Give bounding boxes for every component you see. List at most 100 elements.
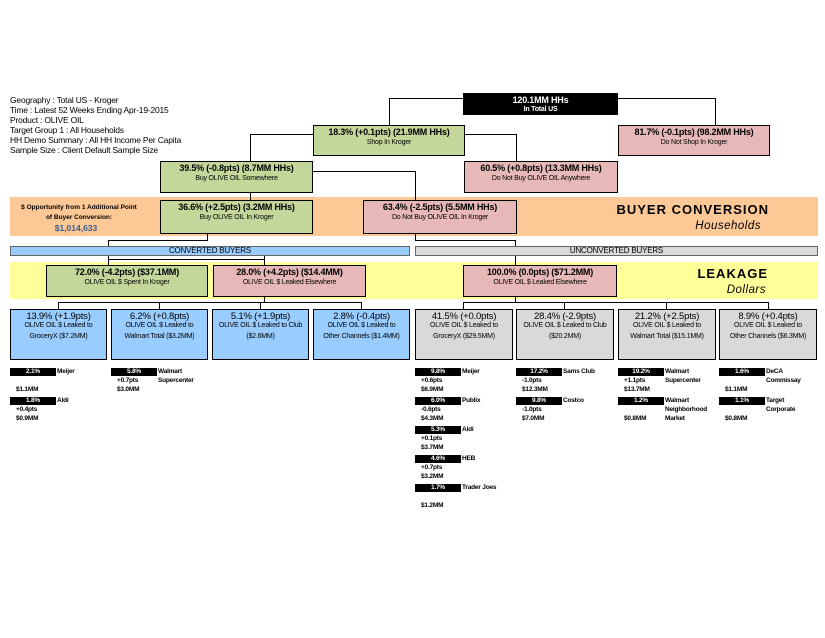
connector: [415, 233, 416, 240]
node-spent-in-kroger[interactable]: 72.0% (-4.2pts) ($37.1MM) OLIVE OIL $ Sp…: [46, 265, 208, 297]
node-subtitle: OLIVE OIL $ Leaked Elsewhere: [242, 279, 337, 286]
connector: [389, 98, 464, 99]
connector: [389, 98, 390, 125]
channel-box[interactable]: 28.4% (-2.9pts) OLIVE OIL $ Leaked to Cl…: [516, 309, 614, 360]
retailer-amount: $13.7MM: [624, 386, 650, 393]
channel-title: 41.5% (+0.0pts): [431, 311, 497, 322]
retailer-amount: $6.9MM: [421, 386, 444, 393]
retailer-name: Target Corporate: [766, 397, 796, 413]
node-title: 72.0% (-4.2pts) ($37.1MM): [74, 267, 180, 277]
node-subtitle: Buy OLIVE OIL In Kroger: [199, 214, 274, 221]
retailer-amount: $1.1MM: [725, 386, 748, 393]
retailer-name: Aldi: [462, 426, 474, 433]
channel-subtitle-2: Other Channels ($6.3MM): [729, 333, 807, 340]
retailer-item: 2.1% Meijer $1.1MM: [10, 367, 105, 394]
connector: [264, 256, 265, 265]
retailer-name: DeCA Commissay: [766, 368, 801, 384]
node-subtitle: OLIVE OIL $ Spent In Kroger: [84, 279, 170, 286]
retailer-change: +0.7pts: [421, 464, 443, 471]
leakage-subtitle: Dollars: [726, 284, 766, 296]
connector: [515, 240, 516, 246]
channel-title: 8.9% (+0.4pts): [738, 311, 798, 322]
retailer-item: 1.7% Trader Joes $1.2MM: [415, 483, 510, 510]
node-title: 36.6% (+2.5pts) (3.2MM HHs): [178, 202, 295, 212]
retailer-change: -1.0pts: [522, 406, 542, 413]
node-not-buy-in-kroger[interactable]: 63.4% (-2.5pts) (5.5MM HHs) Do Not Buy O…: [363, 200, 517, 234]
retailer-amount: $12.3MM: [522, 386, 548, 393]
channel-box[interactable]: 21.2% (+2.5pts) OLIVE OIL $ Leaked to Wa…: [618, 309, 716, 360]
channel-subtitle-1: OLIVE OIL $ Leaked to: [327, 322, 396, 329]
retailer-change: +0.1pts: [421, 435, 443, 442]
opportunity-note: $ Opportunity from 1 Additional Point of…: [14, 203, 144, 223]
node-title: 60.5% (+0.8pts) (13.3MM HHs): [480, 163, 602, 173]
node-not-shop-in-kroger[interactable]: 81.7% (-0.1pts) (98.2MM HHs) Do Not Shop…: [618, 125, 770, 156]
retailer-change: +0.4pts: [16, 406, 38, 413]
channel-box[interactable]: 5.1% (+1.9pts) OLIVE OIL $ Leaked to Clu…: [212, 309, 309, 360]
connector: [58, 302, 362, 303]
connector: [108, 240, 109, 246]
channel-title: 5.1% (+1.9pts): [230, 311, 291, 322]
retailer-name: Costco: [563, 397, 584, 404]
retailer-share: 17.2%: [516, 368, 562, 376]
retailer-name: Meijer: [57, 368, 75, 375]
node-unconverted-leaked-elsewhere[interactable]: 100.0% (0.0pts) ($71.2MM) OLIVE OIL $ Le…: [463, 265, 617, 297]
converted-buyers-header: CONVERTED BUYERS: [10, 246, 410, 256]
connector: [264, 296, 265, 302]
channel-subtitle-1: OLIVE OIL $ Leaked to: [125, 322, 194, 329]
channel-subtitle-2: ($2.6MM): [246, 333, 275, 340]
retailer-item: 1.2% Walmart Neighborhood Market $0.8MM: [618, 396, 713, 423]
channel-title: 21.2% (+2.5pts): [634, 311, 700, 322]
retailer-name: Trader Joes: [462, 484, 497, 491]
filter-geography: Geography : Total US - Kroger: [10, 95, 119, 105]
retailer-name: Walmart Neighborhood Market: [665, 397, 708, 422]
node-not-buy-anywhere[interactable]: 60.5% (+0.8pts) (13.3MM HHs) Do Not Buy …: [464, 161, 618, 193]
connector: [464, 134, 516, 135]
connector: [361, 302, 362, 309]
node-converted-leaked-elsewhere[interactable]: 28.0% (+4.2pts) ($14.4MM) OLIVE OIL $ Le…: [213, 265, 366, 297]
node-title: 81.7% (-0.1pts) (98.2MM HHs): [634, 127, 754, 137]
retailer-item: 6.0% Publix -0.6pts $4.3MM: [415, 396, 510, 423]
buyer-conversion-subtitle: Households: [695, 220, 761, 232]
channel-box[interactable]: 41.5% (+0.0pts) OLIVE OIL $ Leaked to Gr…: [415, 309, 513, 360]
filter-target-group: Target Group 1 : All Households: [10, 125, 124, 135]
filter-demo-summary: HH Demo Summary : All HH Income Per Capi…: [10, 135, 182, 145]
node-buy-somewhere[interactable]: 39.5% (-0.8pts) (8.7MM HHs) Buy OLIVE OI…: [160, 161, 313, 193]
retailer-amount: $3.0MM: [117, 386, 140, 393]
unconverted-buyers-header: UNCONVERTED BUYERS: [415, 246, 818, 256]
opportunity-line-2: of Buyer Conversion:: [45, 214, 113, 221]
node-title: 100.0% (0.0pts) ($71.2MM): [486, 267, 594, 277]
filter-product: Product : OLIVE OIL: [10, 115, 84, 125]
retailer-item: 1.1% Target Corporate $0.8MM: [719, 396, 814, 423]
node-subtitle: Do Not Buy OLIVE OIL Anywhere: [491, 175, 591, 182]
report-filters: Geography : Total US - Kroger Time : Lat…: [10, 95, 181, 155]
node-title: 18.3% (+0.1pts) (21.9MM HHs): [328, 127, 450, 137]
retailer-name: Meijer: [462, 368, 480, 375]
retailer-item: 9.8% Meijer +0.6pts $6.9MM: [415, 367, 510, 394]
retailer-item: 4.6% HEB +0.7pts $3.2MM: [415, 454, 510, 481]
channel-box[interactable]: 8.9% (+0.4pts) OLIVE OIL $ Leaked to Oth…: [719, 309, 817, 360]
node-shop-in-kroger[interactable]: 18.3% (+0.1pts) (21.9MM HHs) Shop In Kro…: [313, 125, 465, 156]
retailer-change: +1.1pts: [624, 377, 646, 384]
retailer-item: 1.8% Aldi +0.4pts $0.9MM: [10, 396, 105, 423]
node-title: 120.1MM HHs: [512, 95, 569, 105]
channel-box[interactable]: 6.2% (+0.8pts) OLIVE OIL $ Leaked to Wal…: [111, 309, 208, 360]
opportunity-line-1: $ Opportunity from 1 Additional Point: [21, 204, 137, 211]
connector: [207, 233, 208, 240]
retailer-share: 19.2%: [618, 368, 664, 376]
node-total-us[interactable]: 120.1MM HHs In Total US: [463, 93, 618, 115]
retailer-amount: $1.2MM: [421, 502, 444, 509]
retailer-item: 17.2% Sams Club -1.0pts $12.3MM: [516, 367, 611, 394]
channel-subtitle-1: OLIVE OIL $ Leaked to: [24, 322, 93, 329]
connector: [159, 302, 160, 309]
retailer-share: 1.2%: [618, 397, 664, 405]
retailer-amount: $0.8MM: [725, 415, 748, 422]
channel-box[interactable]: 2.8% (-0.4pts) OLIVE OIL $ Leaked to Oth…: [313, 309, 410, 360]
retailer-change: -0.6pts: [421, 406, 441, 413]
connector: [250, 192, 251, 200]
node-buy-in-kroger[interactable]: 36.6% (+2.5pts) (3.2MM HHs) Buy OLIVE OI…: [160, 200, 313, 234]
retailer-item: 19.2% Walmart Supercenter +1.1pts $13.7M…: [618, 367, 713, 394]
retailer-share: 6.0%: [415, 397, 461, 405]
channel-box[interactable]: 13.9% (+1.9pts) OLIVE OIL $ Leaked to Gr…: [10, 309, 107, 360]
leakage-title: LEAKAGE: [697, 266, 768, 281]
